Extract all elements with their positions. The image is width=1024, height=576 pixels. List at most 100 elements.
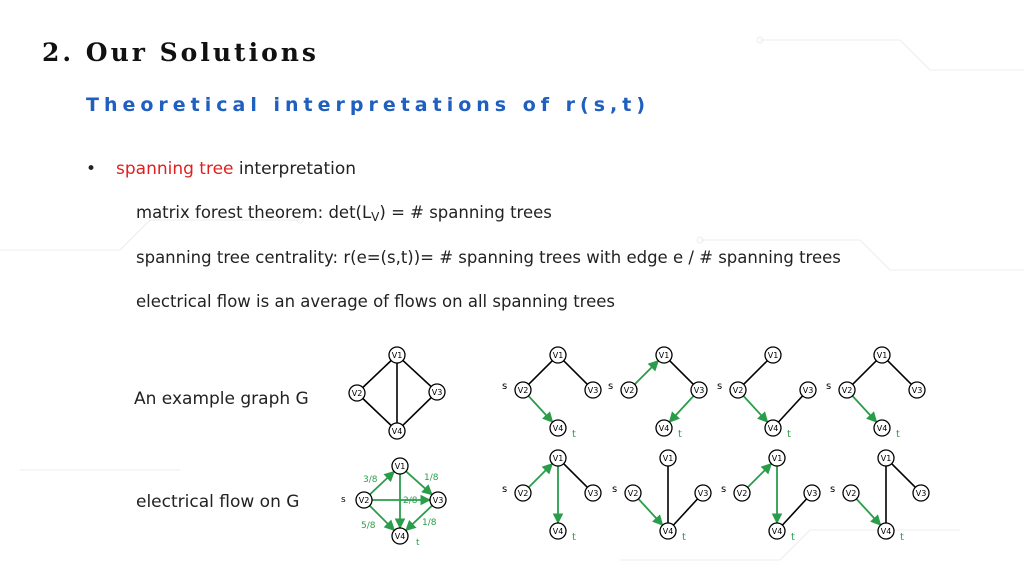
- tree2-node-1-label: V1: [659, 351, 670, 360]
- tree8-node-3-label: V3: [916, 489, 927, 498]
- tree3-edge-1: [742, 395, 769, 423]
- ef-node-1: [391, 457, 409, 475]
- tree6-node-3-label: V3: [698, 489, 709, 498]
- tree5-edge-3: [563, 463, 588, 488]
- tree2-node-4: [655, 419, 673, 437]
- tree3-edge-2: [743, 360, 768, 385]
- tree4-edge-1: [851, 395, 878, 423]
- g-edge-12: [362, 359, 392, 389]
- tree5-node-2: [514, 484, 532, 502]
- electrical-flow-line: electrical flow is an average of flows o…: [136, 292, 616, 311]
- tree8-node-2-label: V2: [846, 489, 857, 498]
- tree1-sink: t: [572, 429, 576, 440]
- tree1-node-3: [584, 381, 602, 399]
- tree4-sink: t: [896, 429, 900, 440]
- tree2-node-2-label: V2: [624, 386, 635, 395]
- tree4-source: s: [826, 381, 831, 392]
- g-node-2-label: V2: [352, 389, 363, 398]
- ef-node-3: [429, 491, 447, 509]
- bullet-marker: •: [86, 159, 97, 179]
- tree8-edge-1: [855, 498, 882, 526]
- bullet-rest: interpretation: [233, 159, 357, 179]
- flow-v1-v3: 1/8: [424, 473, 439, 483]
- tree8-node-3: [912, 484, 930, 502]
- tree8-edge-3: [891, 463, 916, 488]
- tree1-edge-1: [527, 395, 554, 423]
- tree5-edge-2: [528, 462, 554, 488]
- tree6-node-4-label: V4: [663, 527, 674, 536]
- tree6-sink: t: [682, 532, 686, 543]
- tree7-node-2-label: V2: [737, 489, 748, 498]
- tree7-node-3-label: V3: [807, 489, 818, 498]
- tree2-edge-1: [634, 359, 660, 385]
- ef-node-3-label: V3: [433, 496, 444, 505]
- g-edge-24: [362, 397, 392, 427]
- tree7-sink: t: [791, 532, 795, 543]
- tree4-node-3-label: V3: [912, 386, 923, 395]
- tree4-node-2: [838, 381, 856, 399]
- tree2-sink: t: [678, 429, 682, 440]
- tree3-source: s: [717, 381, 722, 392]
- flow-s-v4: 5/8: [361, 521, 376, 531]
- tree5-node-3: [584, 484, 602, 502]
- tree4-edge-2: [852, 360, 877, 385]
- g-node-1: [388, 346, 406, 364]
- tree3-sink: t: [787, 429, 791, 440]
- tree8-node-1-label: V1: [881, 454, 892, 463]
- ef-edge-34: [405, 504, 433, 532]
- page-title: 2. Our Solutions: [42, 38, 320, 67]
- tree3-node-3-label: V3: [803, 386, 814, 395]
- tree1-node-1-label: V1: [553, 351, 564, 360]
- tree3-node-1-label: V1: [768, 351, 779, 360]
- ef-node-4: [391, 527, 409, 545]
- tree4-node-4: [873, 419, 891, 437]
- tree8-node-4-label: V4: [881, 527, 892, 536]
- tree2-edge-3: [669, 360, 694, 385]
- tree7-edge-3: [781, 498, 808, 526]
- tree4-node-2-label: V2: [842, 386, 853, 395]
- bullet-item: • spanning tree interpretation: [86, 159, 356, 179]
- electrical-flow-label: electrical flow on G: [136, 492, 300, 512]
- tree1-node-2: [514, 381, 532, 399]
- tree3-edge-3: [777, 395, 804, 423]
- tree7-node-1: [768, 449, 786, 467]
- ef-node-1-label: V1: [395, 462, 406, 471]
- tree6-edge-1: [637, 498, 664, 526]
- tree8-node-4: [877, 522, 895, 540]
- g-node-4-label: V4: [392, 427, 403, 436]
- g-node-2: [348, 384, 366, 402]
- tree1-source: s: [502, 381, 507, 392]
- ef-edge-24: [369, 505, 396, 532]
- tree6-source: s: [612, 484, 617, 495]
- tree1-node-1: [549, 346, 567, 364]
- tree1-edge-2: [528, 360, 553, 385]
- tree5-node-1: [549, 449, 567, 467]
- tree1-node-4: [549, 419, 567, 437]
- tree2-node-3: [690, 381, 708, 399]
- tree1-node-4-label: V4: [553, 424, 564, 433]
- g-edge-34: [402, 397, 432, 426]
- highlight-text: spanning tree: [116, 159, 234, 179]
- tree5-node-3-label: V3: [588, 489, 599, 498]
- tree1-edge-3: [563, 360, 588, 385]
- tree5-node-2-label: V2: [518, 489, 529, 498]
- tree7-node-4: [768, 522, 786, 540]
- tree7-node-2: [733, 484, 751, 502]
- tree5-sink: t: [572, 532, 576, 543]
- tree7-node-4-label: V4: [772, 527, 783, 536]
- tree7-node-1-label: V1: [772, 454, 783, 463]
- tree3-node-4: [764, 419, 782, 437]
- tree3-node-2-label: V2: [733, 386, 744, 395]
- tree4-edge-3: [887, 360, 912, 385]
- tree3-node-2: [729, 381, 747, 399]
- tree6-edge-3: [672, 498, 699, 526]
- tree3-node-1: [764, 346, 782, 364]
- example-graph-label: An example graph G: [134, 389, 309, 409]
- matrix-forest-line: matrix forest theorem: det(LV) = # spann…: [136, 203, 552, 224]
- flow-s-v1: 3/8: [363, 475, 378, 485]
- tree1-node-3-label: V3: [588, 386, 599, 395]
- tree6-node-4: [659, 522, 677, 540]
- tree5-node-1-label: V1: [553, 454, 564, 463]
- tree3-node-3: [799, 381, 817, 399]
